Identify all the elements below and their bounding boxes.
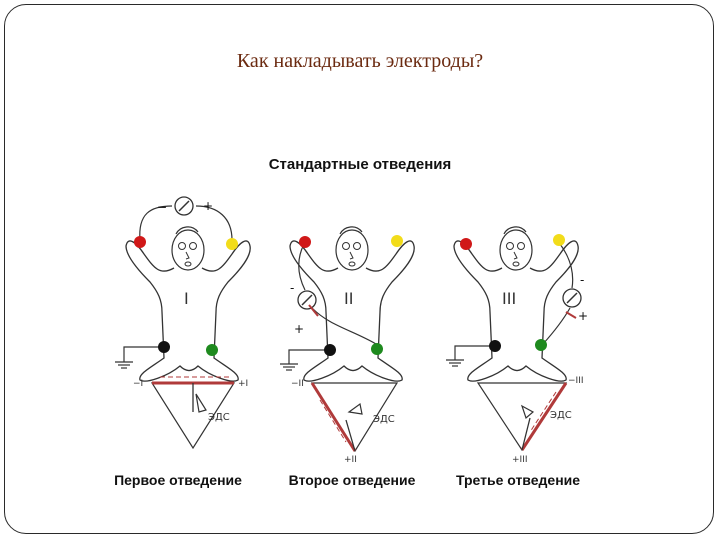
tri-2-plus-label: +II	[344, 455, 357, 465]
galv-3-minus: -	[580, 273, 584, 287]
emf-label-2: ЭДС	[373, 414, 395, 425]
emf-label-1: ЭДС	[208, 412, 230, 423]
electrode-left-leg-1	[206, 344, 218, 356]
galvanometer-1-icon	[174, 196, 194, 216]
electrode-left-arm-3	[553, 234, 565, 246]
lead-3-figure: III - +	[445, 226, 588, 382]
tri-3-minus-label: −III	[568, 376, 584, 386]
galv-1-plus: +	[203, 199, 213, 213]
galv-1-minus: −	[157, 200, 167, 214]
lead-3-roman-label: III	[502, 289, 516, 308]
lead-1-caption: Первое отведение	[114, 472, 242, 488]
lead-2-caption: Второе отведение	[288, 472, 416, 488]
galvanometer-3-icon	[562, 288, 582, 308]
emf-arrow-3	[520, 404, 535, 420]
einthoven-triangle-2: ЭДС −II +II	[291, 379, 399, 465]
electrode-left-arm-1	[226, 238, 238, 250]
electrode-right-arm-1	[134, 236, 146, 248]
ground-1-icon	[114, 351, 134, 369]
slide-title: Как накладывать электроды?	[236, 50, 484, 72]
emf-arrow-2	[347, 402, 363, 415]
electrode-left-leg-2	[371, 343, 383, 355]
lead-2-roman-label: II	[344, 289, 353, 308]
lead-1-roman-label: I	[184, 289, 189, 308]
electrode-left-arm-2	[391, 235, 403, 247]
galv-3-plus: +	[578, 309, 588, 323]
electrode-right-arm-3	[460, 238, 472, 250]
electrode-right-leg-3	[489, 340, 501, 352]
tri-3-plus-label: +III	[512, 455, 528, 465]
galv-2-plus: +	[294, 322, 304, 336]
galv-2-minus: -	[290, 281, 294, 295]
electrode-right-leg-1	[158, 341, 170, 353]
ground-3-icon	[445, 349, 465, 367]
electrode-right-arm-2	[299, 236, 311, 248]
slide-frame	[4, 4, 714, 534]
tri-1-plus-label: +I	[238, 379, 248, 389]
ground-2-icon	[279, 353, 299, 371]
emf-label-3: ЭДС	[550, 410, 572, 421]
lead-2-figure: II - +	[279, 226, 415, 382]
diagram-subtitle: Стандартные отведения	[268, 156, 452, 173]
einthoven-triangle-1: ЭДС −I +I	[133, 376, 248, 450]
galvanometer-2-icon	[297, 290, 317, 310]
tri-1-minus-label: −I	[133, 379, 143, 389]
einthoven-triangle-3: ЭДС −III +III	[476, 376, 584, 465]
electrode-right-leg-2	[324, 344, 336, 356]
tri-2-minus-label: −II	[291, 379, 304, 389]
electrode-left-leg-3	[535, 339, 547, 351]
emf-arrow-1	[195, 393, 207, 413]
lead-1-figure: I − +	[114, 196, 251, 382]
lead-3-caption: Третье отведение	[455, 472, 581, 488]
